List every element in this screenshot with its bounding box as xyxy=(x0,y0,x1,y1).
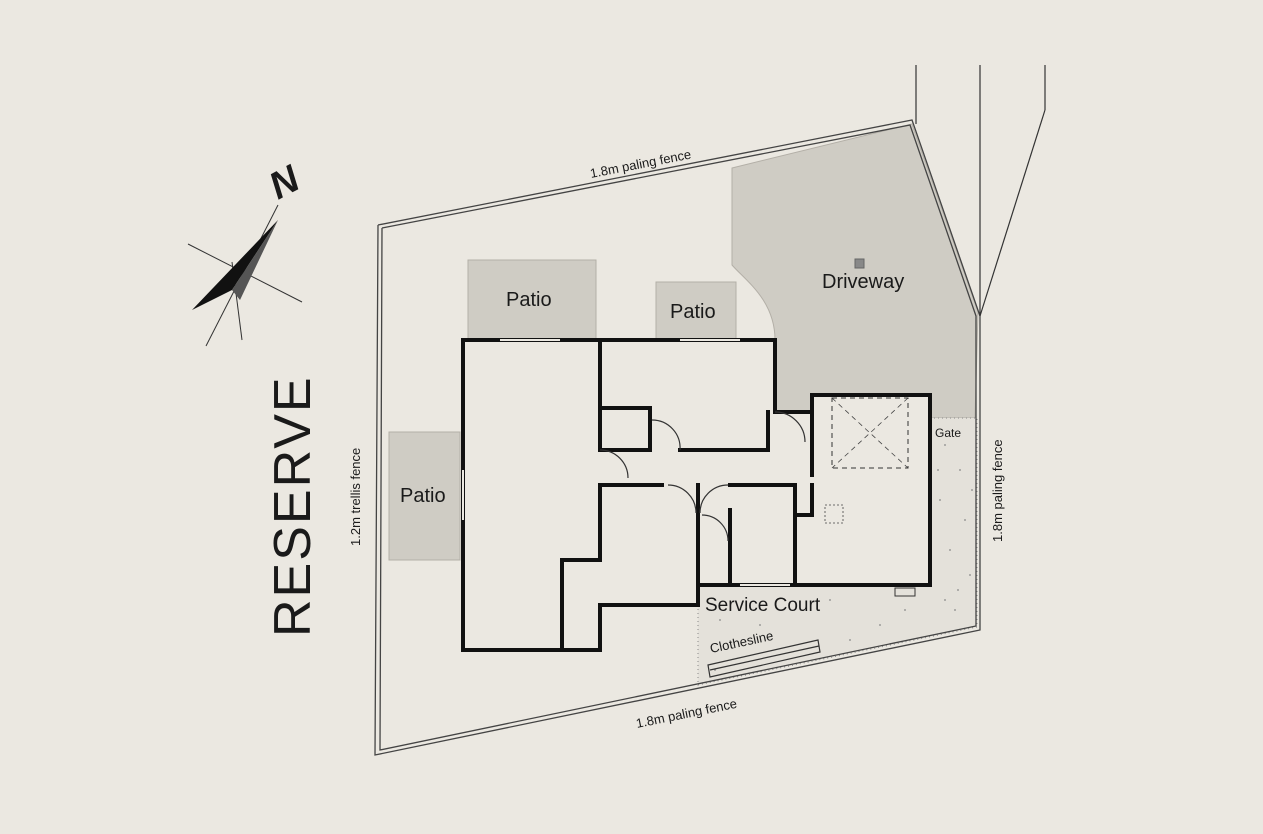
patio-top-mid xyxy=(655,281,737,341)
driveway-label: Driveway xyxy=(822,271,904,293)
boundary-fence-inner xyxy=(379,124,977,751)
patio-left xyxy=(388,431,461,561)
fence-left-label: 1.2m trellis fence xyxy=(348,448,363,546)
driveway-marker xyxy=(854,258,865,269)
gate-label: Gate xyxy=(935,426,961,440)
fence-bottom-label: 1.8m paling fence xyxy=(635,696,739,731)
north-label: N xyxy=(263,157,308,208)
north-arrow-icon xyxy=(187,204,303,347)
fence-top-label: 1.8m paling fence xyxy=(589,147,693,181)
fixture-icon xyxy=(824,504,844,524)
interior-walls xyxy=(560,338,814,652)
neighbour-boundary-4 xyxy=(979,109,1046,317)
hws-icon xyxy=(894,587,916,597)
boundary-fence xyxy=(374,119,981,756)
patio-top-left-label: Patio xyxy=(506,289,552,311)
service-court-label: Service Court xyxy=(705,595,821,616)
patio-top-mid-label: Patio xyxy=(670,301,716,323)
patio-top-left xyxy=(467,259,597,341)
fence-right-label: 1.8m paling fence xyxy=(990,439,1005,542)
patio-left-label: Patio xyxy=(400,485,446,507)
carport-cross-1 xyxy=(831,397,909,469)
clothesline-icon xyxy=(707,639,821,678)
carport-outline xyxy=(831,397,909,469)
carport-cross-2 xyxy=(831,397,909,469)
windows xyxy=(462,339,790,586)
door-swings xyxy=(599,411,806,542)
reserve-label: RESERVE xyxy=(264,375,322,637)
